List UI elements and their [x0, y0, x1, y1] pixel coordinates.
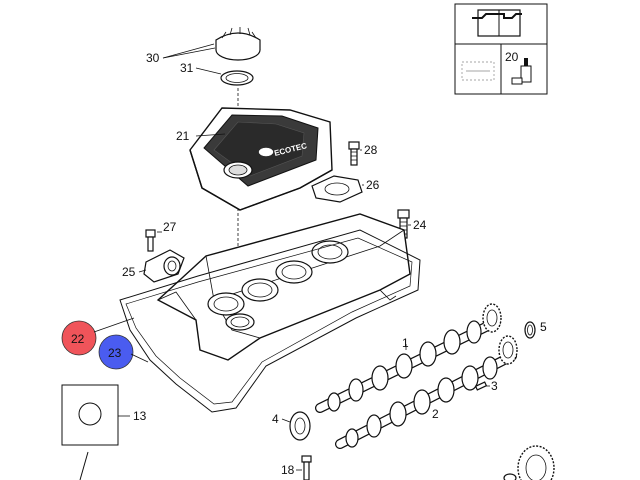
callout-13: 13 — [133, 409, 147, 423]
camshaft-cover — [156, 213, 411, 361]
callout-21: 21 — [176, 129, 190, 143]
marker-23-label: 23 — [108, 346, 122, 360]
sensor-bracket-25 — [143, 249, 185, 283]
callout-4: 4 — [272, 412, 279, 426]
cover-gasket — [119, 229, 421, 413]
special-tool-icon — [511, 58, 532, 85]
callout-25: 25 — [122, 265, 136, 279]
cap-seal-ring — [220, 70, 254, 86]
marker-22-label: 22 — [71, 332, 85, 346]
oil-filler-cap — [215, 27, 261, 61]
gear-fragment — [503, 473, 517, 480]
callout-1: 1 — [402, 336, 409, 350]
marker-23[interactable]: 23 — [98, 334, 134, 370]
shaft-seal-4 — [289, 411, 311, 441]
tool-ref-number: 20 — [505, 50, 519, 64]
cover-port-3 — [275, 260, 313, 284]
timing-gear — [517, 445, 555, 480]
callout-26: 26 — [366, 178, 380, 192]
cover-port-1 — [207, 292, 245, 316]
manual-wrench-icon — [472, 9, 522, 37]
engine-top-cover: ECOTEC — [189, 107, 333, 211]
filler-neck — [225, 313, 255, 331]
dowel-pin-3 — [474, 381, 488, 391]
callout-28: 28 — [364, 143, 378, 157]
legend-box: 20 — [454, 3, 548, 95]
cover-port-2 — [241, 278, 279, 302]
callout-18: 18 — [281, 463, 295, 477]
callout-2: 2 — [432, 407, 439, 421]
part-13-box — [61, 384, 119, 446]
camshaft-2 — [335, 335, 518, 449]
bolt-28 — [348, 141, 360, 166]
callout-5: 5 — [540, 320, 547, 334]
callout-31: 31 — [180, 61, 194, 75]
o-ring-5 — [524, 321, 536, 339]
callout-27: 27 — [163, 220, 177, 234]
bolt-27 — [145, 229, 156, 252]
cover-port-4 — [311, 240, 349, 264]
flange-gasket-26 — [311, 175, 363, 203]
engine-diagram-icon — [461, 61, 495, 81]
bolt-18 — [301, 455, 312, 480]
callout-30: 30 — [146, 51, 160, 65]
camshaft-1 — [315, 303, 502, 413]
callout-3: 3 — [491, 379, 498, 393]
callout-24: 24 — [413, 218, 427, 232]
marker-22[interactable]: 22 — [61, 320, 97, 356]
